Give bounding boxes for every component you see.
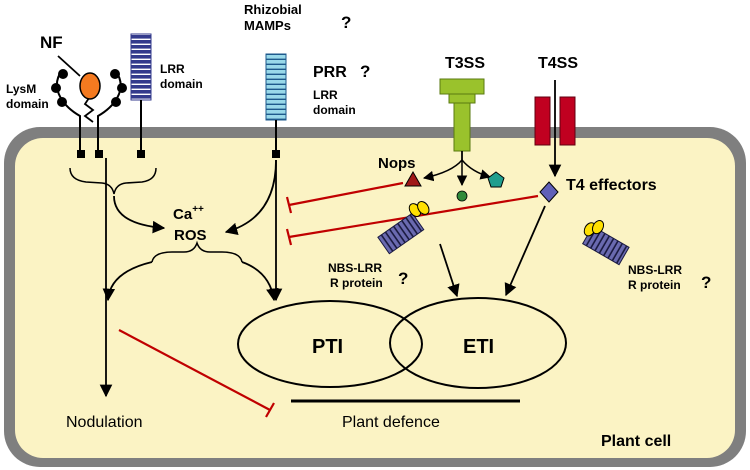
inhibit-ros-to-defence [118,329,275,418]
nops-label: Nops [378,155,416,172]
lysm-receptor [51,69,127,158]
receptor-brace [69,167,157,195]
nbs-lrr-rprotein-label-2: R protein [628,278,681,292]
ros-brace [151,240,243,263]
eti-ellipse [389,297,567,389]
lrr-domain-label-2: domain [160,77,203,91]
pti-ellipse [237,300,423,388]
lysm-domain-label-1: LysM [6,82,36,96]
mamps-label-1: Rhizobial [244,2,302,17]
lrr-domain-label-1: LRR [160,62,185,76]
nodulation-label: Nodulation [66,414,143,431]
nbs-lrr-question-1: ? [398,269,408,288]
prr-label: PRR [313,64,347,81]
nbs-lrr-protein-1 [377,201,430,255]
nop-triangle [404,170,422,187]
nf-ligand [79,72,101,100]
nop-circle [456,190,468,202]
t4-effectors-label: T4 effectors [566,177,657,194]
t4ss-apparatus [534,96,576,146]
nbs-lrr-protein-2 [581,220,630,266]
prr-receptor [265,53,287,158]
t3ss-apparatus [439,78,485,152]
inhibit-nops-to-prr [285,181,404,214]
mamps-label-2: MAMPs [244,18,291,33]
eti-label: ETI [463,336,494,358]
prr-lrr-label-1: LRR [313,88,338,102]
mamps-question: ? [341,13,351,32]
arrow-brace-to-ca-ros [113,195,166,234]
t4-effector-diamond [539,181,559,203]
lrr-receptor [130,33,152,158]
nbs-lrr-label-2: NBS-LRR [628,263,682,277]
nf-label: NF [40,33,63,52]
prr-lrr-label-2: domain [313,103,356,117]
nbs-lrr-rprotein-label-1: R protein [330,276,383,290]
plant-cell-label: Plant cell [601,433,671,450]
pti-label: PTI [312,336,343,358]
nop-pentagon [487,171,505,188]
t3ss-arrow-nops [422,159,463,182]
t4ss-label: T4SS [538,55,578,72]
nbs-lrr-question-2: ? [701,273,711,292]
arrow-t4-to-eti [504,205,546,297]
cell-cytoplasm [15,138,735,458]
prr-question: ? [360,62,370,81]
nbs-lrr-label-1: NBS-LRR [328,261,382,275]
plant-defence-label: Plant defence [342,414,440,431]
arrow-nbs-to-eti [439,243,460,298]
ca-label: Ca++ [173,204,204,223]
arrow-ros-to-nodulation [102,261,153,302]
ros-label: ROS [174,227,207,244]
lysm-domain-label-2: domain [6,97,49,111]
t3ss-label: T3SS [445,55,485,72]
t3ss-arrow-right [461,159,492,180]
arrow-ros-to-pti [241,261,279,302]
